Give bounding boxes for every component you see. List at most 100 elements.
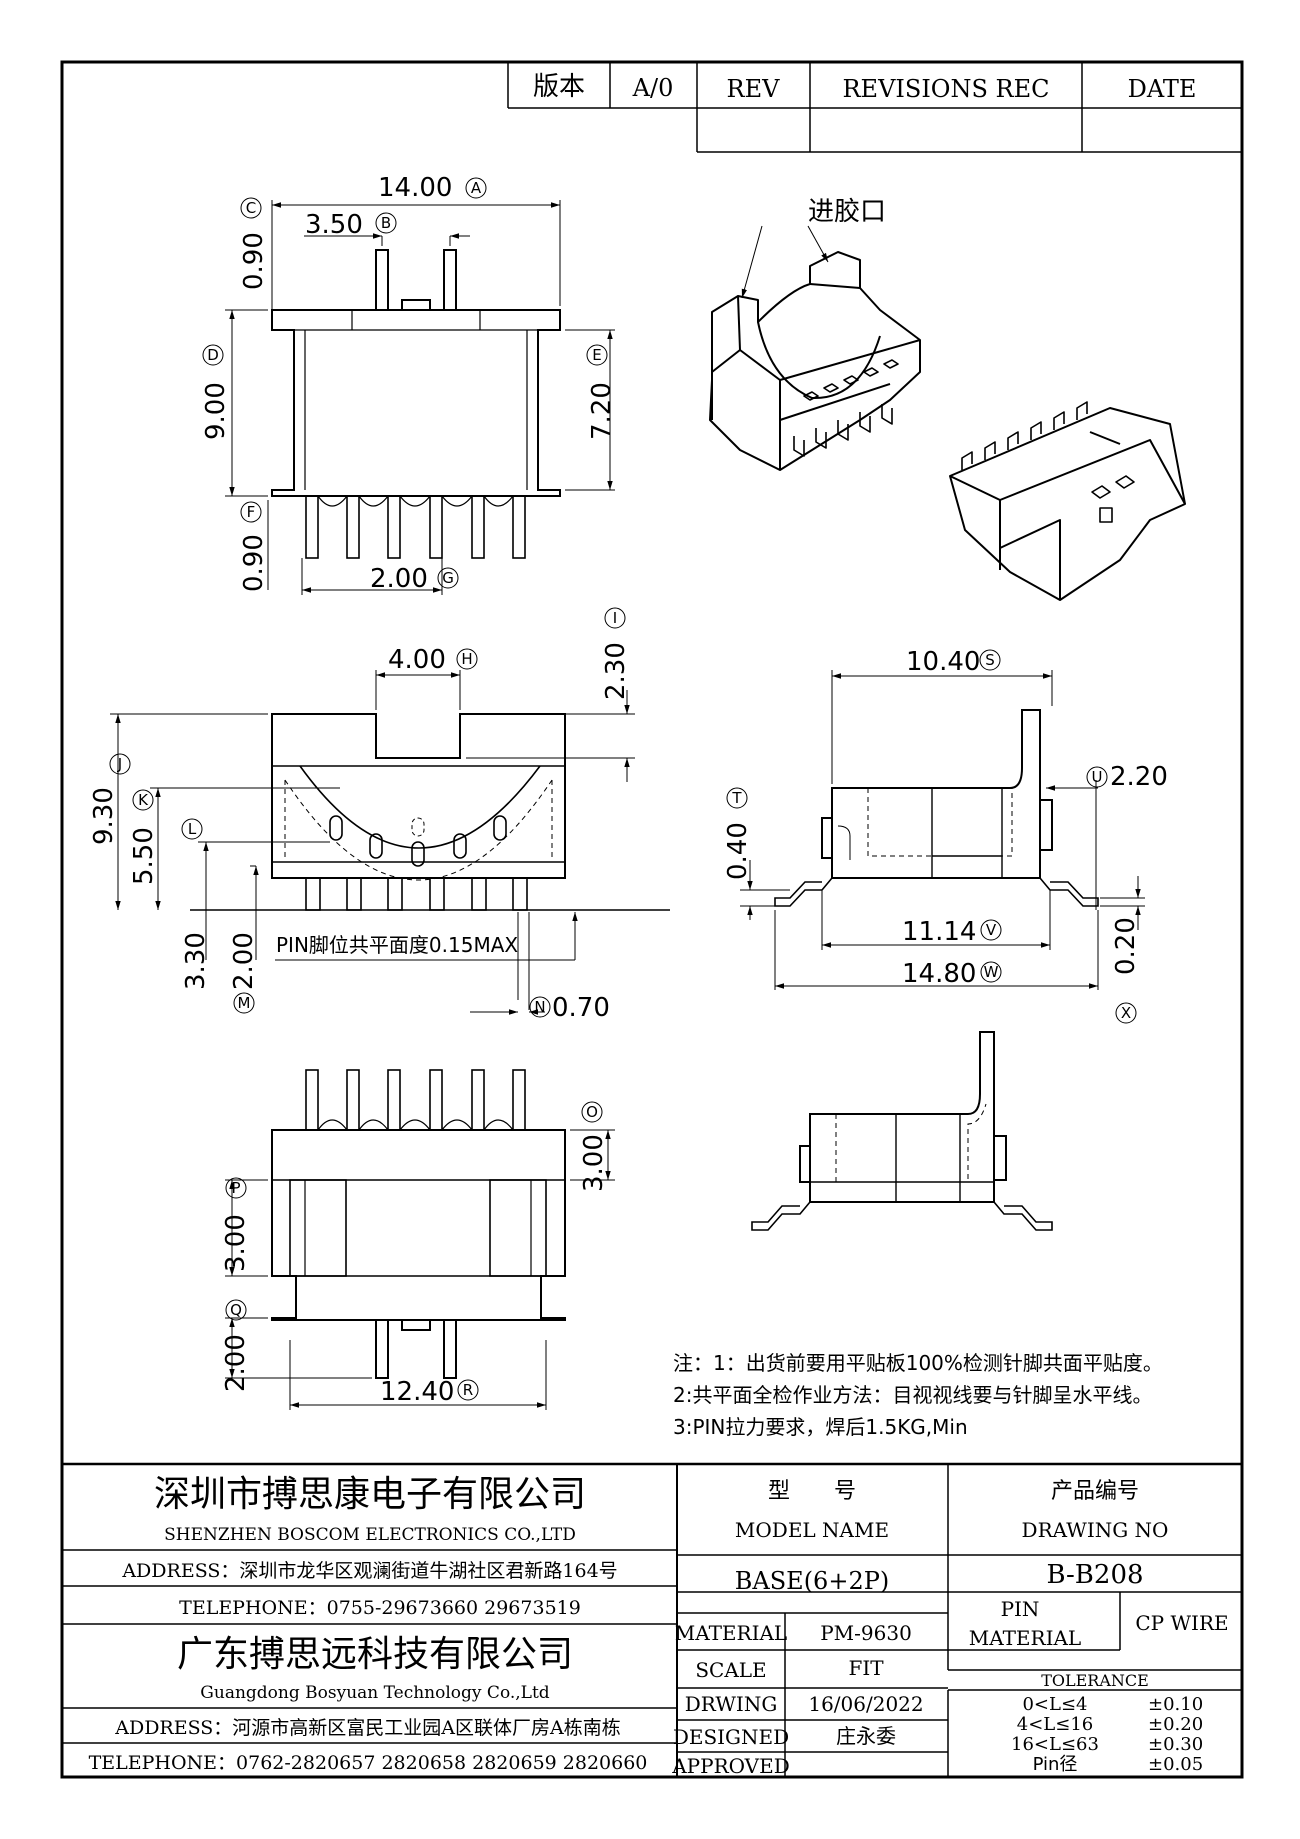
dim-G-circle [437,567,459,589]
dim-Q-circle [225,1299,247,1321]
title-block [62,1462,1242,1777]
dim-U-marker: U [1092,768,1103,786]
dim-L-marker: L [188,820,197,838]
dim-C-value: 0.90 [239,232,269,290]
scale-label: SCALE [695,1658,766,1682]
company1-name-en: SHENZHEN BOSCOM ELECTRONICS CO.,LTD [164,1525,576,1545]
revision-header [507,62,1242,153]
tolerance-range-4: Pin径 [1033,1754,1078,1775]
note-1: 注：1：出货前要用平贴板100%检测针脚共面平贴度。 [673,1351,1163,1375]
dim-P-value: 3.00 [221,1214,251,1272]
dim-C-circle [240,197,262,219]
dim-A-value: 14.00 [378,173,452,203]
tolerance-value-2: ±0.20 [1148,1714,1203,1735]
tolerance-value-3: ±0.30 [1148,1734,1203,1755]
note-3: 3:PIN拉力要求，焊后1.5KG,Min [673,1415,968,1439]
dim-M-marker: M [238,994,251,1012]
dim-R-marker: R [463,1381,473,1399]
dim-T-circle [726,787,748,809]
tolerance-range-1: 0<L≤4 [1022,1694,1087,1715]
dim-M-value: 2.00 [229,932,259,990]
dim-F-marker: F [247,503,256,521]
dim-J-marker: J [117,755,122,773]
dim-H-marker: H [461,650,472,668]
dim-X-marker: X [1121,1004,1131,1022]
dim-W-value: 14.80 [902,959,976,989]
rev-label: REV [727,75,781,103]
dim-X-value: 0.20 [1111,917,1141,975]
dim-D-marker: D [207,346,219,364]
drawing-label-en: DRAWING NO [1022,1518,1169,1542]
dim-A-circle [465,177,487,199]
company2-name-en: Guangdong Bosyuan Technology Co.,Ltd [200,1683,550,1703]
dim-P-marker: P [231,1179,240,1197]
dim-U-circle [1086,766,1108,788]
dim-K-value: 5.50 [129,827,159,885]
front-view-dimensions [110,670,635,1015]
version-value: A/0 [632,74,674,102]
dim-X-circle [1115,1002,1137,1024]
coplanarity-label: PIN脚位共平面度0.15MAX [276,933,518,957]
dim-F-value: 0.90 [239,534,269,592]
dim-V-circle [980,919,1002,941]
version-label: 版本 [533,72,585,102]
dim-I-circle [604,607,626,629]
drawing-date-label: DRWING [685,1692,778,1716]
address1: ADDRESS：深圳市龙华区观澜街道牛湖社区君新路164号 [121,1560,617,1582]
dim-T-value: 0.40 [723,822,753,880]
dim-D-circle [202,344,224,366]
dim-W-circle [980,961,1002,983]
front-view [190,713,670,911]
dim-E-circle [586,344,608,366]
dim-O-circle [581,1101,603,1123]
isometric-view [709,225,1186,601]
model-value: BASE(6+2P) [735,1567,889,1595]
tolerance-range-2: 4<L≤16 [1017,1714,1093,1735]
note-2: 2:共平面全检作业方法：目视视线要与针脚呈水平线。 [673,1383,1152,1407]
dim-N-circle [529,996,551,1018]
dim-P-circle [225,1177,247,1199]
company2-name-cn: 广东搏思远科技有限公司 [177,1634,573,1675]
telephone2: TELEPHONE：0762-2820657 2820658 2820659 2… [89,1752,648,1774]
side-view [774,709,1099,907]
drawing-number: B-B208 [1046,1560,1143,1590]
material-label: MATERIAL [675,1621,787,1645]
model-label-en: MODEL NAME [735,1518,889,1542]
dim-K-circle [132,789,154,811]
pin-material-value: CP WIRE [1135,1611,1228,1635]
dim-B-marker: B [381,214,391,232]
dim-T-marker: T [731,789,742,807]
revisions-label: REVISIONS REC [842,75,1049,103]
dim-H-circle [456,648,478,670]
dim-Q-marker: Q [230,1301,242,1319]
drawing-date-value: 16/06/2022 [808,1692,923,1716]
designed-label: DESIGNED [673,1725,789,1749]
dim-G-marker: G [442,569,454,587]
dim-B-value: 3.50 [305,210,363,240]
bottom-view-dimensions [225,1129,615,1410]
bottom-view [271,1069,566,1379]
dim-A-marker: A [471,179,482,197]
dim-E-value: 7.20 [587,382,617,440]
tolerance-value-4: ±0.05 [1148,1754,1203,1775]
pin-label: PIN [1001,1597,1040,1621]
dim-E-marker: E [592,346,601,364]
dim-I-marker: I [613,609,617,627]
side-view-dimensions [740,670,1145,990]
dim-S-value: 10.40 [906,647,980,677]
dim-L-value: 3.30 [181,932,211,990]
dim-G-value: 2.00 [370,564,428,594]
designed-value: 庄永委 [836,1724,896,1748]
dim-V-value: 11.14 [902,917,976,947]
dim-D-value: 9.00 [201,382,231,440]
scale-value: FIT [848,1656,884,1680]
dim-L-circle [181,818,203,840]
dim-O-value: 3.00 [579,1134,609,1192]
tolerance-range-3: 16<L≤63 [1011,1734,1099,1755]
model-label-cn: 型 号 [768,1479,856,1504]
dim-N-marker: N [534,998,545,1016]
dim-B-circle [375,212,397,234]
dim-V-marker: V [986,921,997,939]
tolerance-value-1: ±0.10 [1148,1694,1203,1715]
